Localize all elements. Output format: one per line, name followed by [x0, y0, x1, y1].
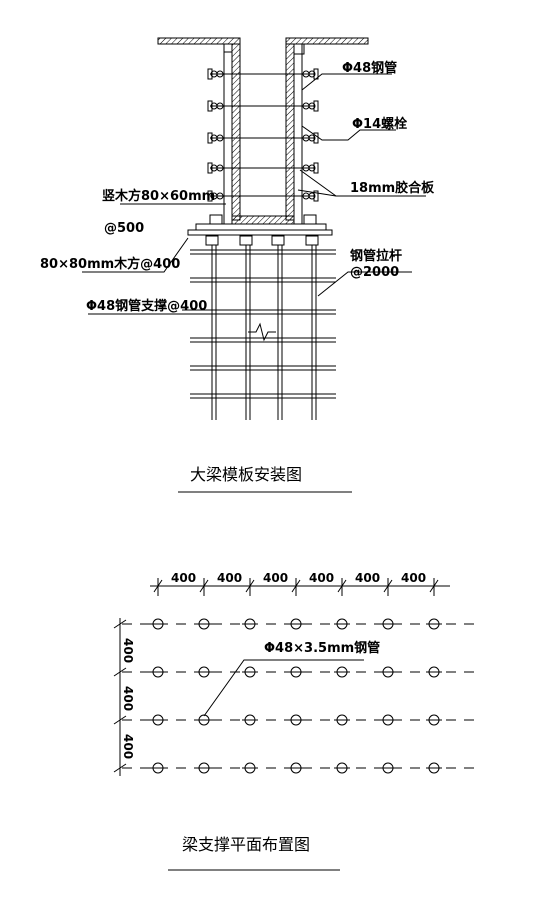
label-vertical-wood-spacing: @500 — [104, 221, 144, 236]
pipe-circle — [288, 762, 304, 774]
h-dim-value: 400 — [217, 571, 242, 585]
bolt — [207, 68, 319, 80]
bolt — [207, 132, 319, 144]
support-plan: 400 400 400 400 400 400 400 400 400 Φ48×3.5mm钢管… — [113, 571, 476, 871]
beam-side-left — [231, 43, 241, 224]
pipe-circle — [288, 714, 304, 726]
pipe-row — [122, 666, 476, 678]
dim-tick — [113, 667, 127, 677]
label-bolt: Φ14螺栓 — [352, 116, 407, 132]
pipe-circle — [150, 618, 166, 630]
pipe-circle — [242, 666, 258, 678]
beam-formwork-section: Φ48钢管 Φ14螺栓 18mm胶合板 竖木方80×60mm @500 80×8… — [40, 37, 435, 493]
pipe-row — [122, 618, 476, 630]
v-dim-value: 400 — [121, 638, 135, 663]
pipe-circle — [334, 762, 350, 774]
label-vertical-wood: 竖木方80×60mm — [102, 188, 215, 204]
h-dim-value: 400 — [263, 571, 288, 585]
pipe-label: Φ48×3.5mm钢管 — [264, 640, 380, 656]
beam-side-right — [285, 43, 295, 224]
label-support: Φ48钢管支撑@400 — [86, 298, 207, 314]
h-dim-value: 400 — [171, 571, 196, 585]
label-tie-rod-spacing: @2000 — [350, 265, 399, 280]
pipe-circle — [288, 618, 304, 630]
h-dimensions: 400 400 400 400 400 400 — [153, 571, 439, 596]
dim-tick — [113, 619, 127, 629]
h-dim-value: 400 — [401, 571, 426, 585]
plan-title: 梁支撑平面布置图 — [182, 835, 310, 854]
support-pipes — [211, 245, 317, 420]
pipe-circle — [380, 714, 396, 726]
bolt — [207, 162, 319, 174]
pipe-circle — [242, 714, 258, 726]
pipe-circle — [334, 618, 350, 630]
pipe-circle — [196, 618, 212, 630]
bearer-bottom — [187, 229, 333, 236]
h-dim-value: 400 — [309, 571, 334, 585]
v-dim-value: 400 — [121, 734, 135, 759]
pipe-circle — [426, 618, 442, 630]
section-title: 大梁模板安装图 — [190, 465, 302, 484]
tie-rods — [182, 249, 336, 399]
pipe-circle — [380, 618, 396, 630]
pipe-row — [122, 714, 476, 726]
stud-block — [293, 43, 305, 55]
label-plywood: 18mm胶合板 — [350, 180, 435, 196]
vertical-stud-left — [223, 43, 233, 225]
break-symbol — [248, 322, 276, 342]
pipe-circle — [380, 762, 396, 774]
pipe-circle — [334, 666, 350, 678]
pipe-circle — [196, 762, 212, 774]
pipe-circle — [426, 666, 442, 678]
h-dim-value: 400 — [355, 571, 380, 585]
label-horizontal-wood: 80×80mm木方@400 — [40, 256, 180, 272]
v-dim-value: 400 — [121, 686, 135, 711]
pipe-circle — [288, 666, 304, 678]
bearer-top — [195, 223, 327, 231]
beam-bottom-plywood — [231, 215, 295, 225]
bolt — [207, 190, 319, 202]
dim-tick — [113, 763, 127, 773]
pipe-leader — [203, 659, 364, 717]
dim-tick — [113, 715, 127, 725]
pipe-circle — [150, 762, 166, 774]
pipe-row — [122, 762, 476, 774]
pipe-circle — [150, 666, 166, 678]
pipe-circle — [196, 666, 212, 678]
label-steel-pipe: Φ48钢管 — [342, 60, 397, 76]
pipe-circle — [334, 714, 350, 726]
pipe-circle — [426, 762, 442, 774]
label-tie-rod: 钢管拉杆 — [350, 248, 402, 264]
pipe-circle — [242, 762, 258, 774]
bolt — [207, 100, 319, 112]
vertical-stud-right — [293, 43, 303, 225]
pipe-circle — [150, 714, 166, 726]
leader-lines — [82, 73, 426, 315]
stud-block — [223, 43, 233, 53]
slab-hatch — [157, 37, 369, 45]
bolt-group — [207, 68, 319, 202]
pipe-circle — [196, 714, 212, 726]
pipe-circle — [380, 666, 396, 678]
v-dimensions: 400 400 400 — [113, 619, 135, 773]
pipe-circle — [426, 714, 442, 726]
pipe-circle — [242, 618, 258, 630]
pipe-grid — [122, 618, 476, 774]
